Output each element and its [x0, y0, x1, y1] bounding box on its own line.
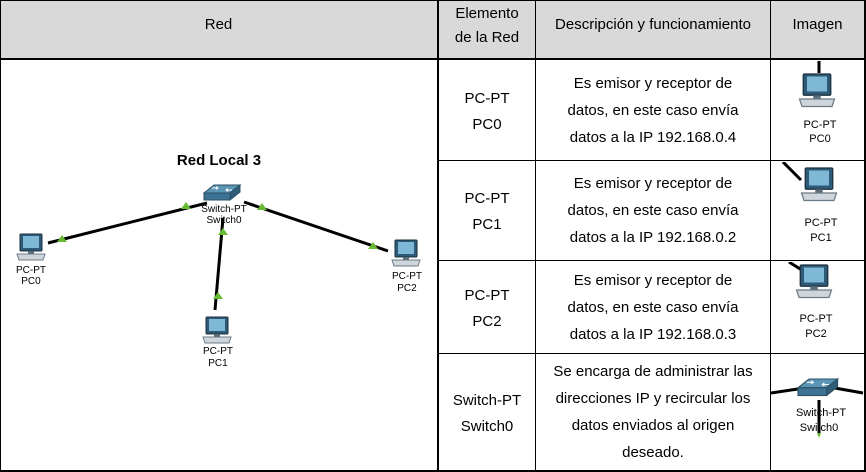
- image-type-label: Switch-PT: [796, 407, 846, 419]
- node-name-label: PC1: [208, 358, 228, 369]
- pc-icon: [795, 264, 833, 299]
- table-row-image: PC-PT PC2: [788, 262, 833, 340]
- image-type-label: PC-PT: [805, 217, 838, 229]
- element-name: PC1: [472, 216, 502, 233]
- node-name-label: PC2: [397, 283, 417, 294]
- image-name-label: PC1: [810, 232, 831, 244]
- element-name: Switch0: [460, 417, 514, 435]
- node-type-label: PC-PT: [16, 265, 46, 276]
- link-up-indicator: [368, 242, 378, 249]
- network-diagram: Red Local 3 Switch-PT Switch0 PC-PT PC0 …: [16, 152, 422, 369]
- pc-icon: [800, 167, 838, 202]
- pc-icon: [16, 233, 46, 261]
- switch-icon: [796, 377, 840, 397]
- image-name-label: Switch0: [800, 422, 839, 434]
- link-up-indicator: [257, 203, 267, 210]
- element-type: PC-PT: [464, 90, 510, 107]
- link-status-indicators: [57, 202, 378, 299]
- image-name-label: PC2: [805, 328, 826, 340]
- element-type: PC-PT: [464, 286, 510, 304]
- link-up-indicator: [218, 228, 228, 235]
- diagram-title: Red Local 3: [177, 152, 261, 169]
- element-name: PC0: [472, 116, 502, 133]
- node-pc1: PC-PT PC1: [202, 316, 233, 369]
- link-up-indicator: [213, 292, 223, 299]
- table-row-description: Es emisor y receptor de datos, en este c…: [567, 175, 739, 246]
- table-row-image: PC-PT PC0: [798, 61, 837, 145]
- node-pc2: PC-PT PC2: [391, 239, 422, 294]
- table-row-element: Switch-PT Switch0: [439, 357, 535, 470]
- table-row-description: Es emisor y receptor de datos, en este c…: [567, 74, 739, 146]
- link-up-indicator: [57, 235, 67, 242]
- link-pc0-switch: [47, 201, 208, 245]
- node-type-label: PC-PT: [203, 346, 233, 357]
- header-background: [0, 0, 866, 58]
- node-type-label: PC-PT: [392, 271, 422, 282]
- link-up-indicator: [181, 202, 191, 209]
- switch-icon: [203, 184, 241, 201]
- image-name-label: PC0: [809, 133, 830, 145]
- header-image: Imagen: [792, 16, 843, 33]
- table-row-element: PC-PT PC0: [439, 64, 535, 160]
- node-name-label: Switch0: [206, 215, 241, 226]
- node-type-label: Switch-PT: [201, 204, 247, 215]
- element-type: Switch-PT: [452, 391, 522, 409]
- pc-icon: [391, 239, 421, 267]
- header-element: Elemento de la Red: [454, 5, 520, 46]
- table-row-image: Switch-PT Switch0: [771, 377, 864, 438]
- table-row-image: PC-PT PC1: [781, 162, 838, 244]
- table-row-element: PC-PT PC2: [439, 264, 535, 353]
- node-switch0: Switch-PT Switch0: [201, 184, 247, 226]
- node-name-label: PC0: [21, 276, 41, 287]
- table-row-description: Es emisor y receptor de datos, en este c…: [567, 271, 739, 343]
- pc-icon: [202, 316, 232, 344]
- table-row-element: PC-PT PC1: [439, 164, 535, 260]
- header-network: Red: [204, 16, 233, 33]
- link-switch-pc2: [243, 200, 389, 253]
- header-description: Descripción y funcionamiento: [555, 16, 751, 33]
- image-type-label: PC-PT: [800, 313, 833, 325]
- element-type: PC-PT: [464, 190, 510, 207]
- node-pc0: PC-PT PC0: [16, 233, 46, 287]
- table-row-description: Se encarga de administrar las direccione…: [553, 363, 753, 461]
- pc-icon: [798, 73, 836, 108]
- element-name: PC2: [472, 312, 502, 330]
- image-type-label: PC-PT: [804, 119, 837, 131]
